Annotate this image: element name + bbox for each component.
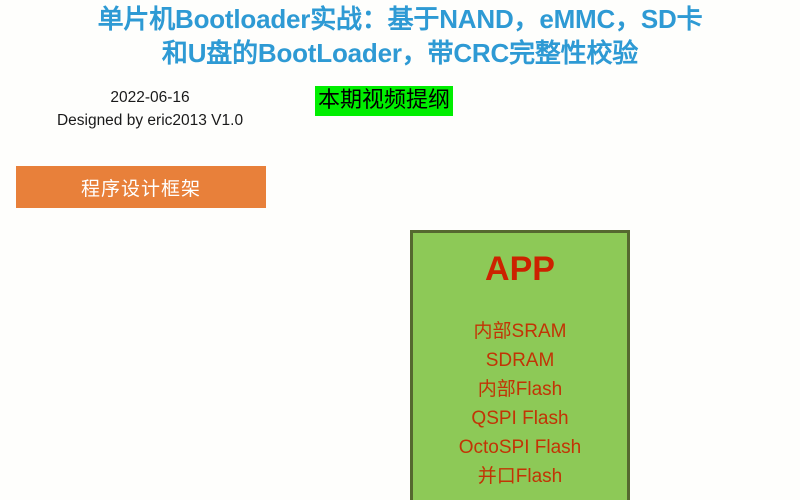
slide-title: 单片机Bootloader实战：基于NAND，eMMC，SD卡 和U盘的Boot… xyxy=(40,2,760,70)
app-memory-item: 内部SRAM xyxy=(473,321,567,342)
app-memory-item: OctoSPI Flash xyxy=(458,437,582,458)
slide-author: Designed by eric2013 V1.0 xyxy=(56,112,244,129)
slide-date: 2022-06-16 xyxy=(110,89,190,106)
app-memory-item: 并口Flash xyxy=(477,466,563,487)
slide-metadata: 2022-06-16 Designed by eric2013 V1.0 xyxy=(0,86,300,132)
section-header-label: 程序设计框架 xyxy=(80,178,201,200)
app-memory-diagram-box: APP 内部SRAM SDRAM 内部Flash QSPI Flash Octo… xyxy=(410,230,630,500)
app-memory-list: 内部SRAM SDRAM 内部Flash QSPI Flash OctoSPI … xyxy=(413,317,627,491)
app-memory-item: 内部Flash xyxy=(477,379,563,400)
app-box-title: APP xyxy=(485,250,555,288)
slide-title-line-1: 单片机Bootloader实战：基于NAND，eMMC，SD卡 xyxy=(97,4,703,34)
section-header-box: 程序设计框架 xyxy=(17,167,265,207)
app-memory-item: SDRAM xyxy=(485,350,555,371)
video-outline-highlight: 本期视频提纲 xyxy=(315,86,454,116)
app-memory-item: QSPI Flash xyxy=(471,408,569,429)
slide-title-line-2: 和U盘的BootLoader，带CRC完整性校验 xyxy=(161,38,639,68)
